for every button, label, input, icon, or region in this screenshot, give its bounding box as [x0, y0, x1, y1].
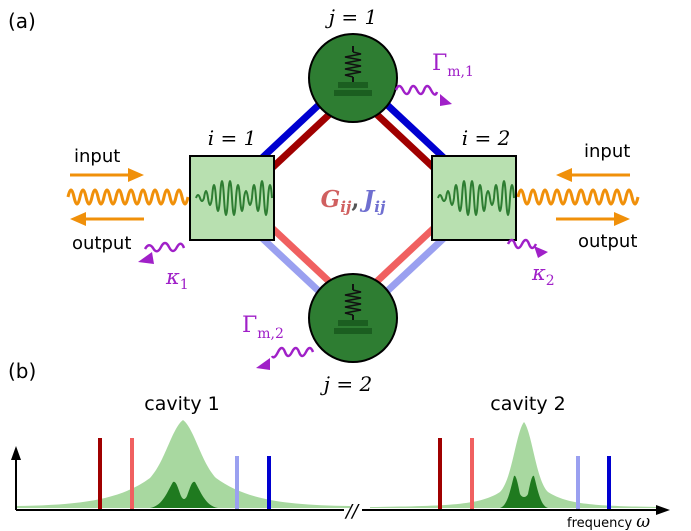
- axis-break-icon: //: [344, 501, 360, 522]
- y-axis-arrow-icon: [11, 446, 21, 460]
- input-wave-right: [516, 188, 640, 206]
- loss-label-2: κ2: [531, 261, 555, 289]
- resonator-2: j = 2 Γm,2: [242, 273, 398, 396]
- spring-icon-1: [334, 46, 372, 96]
- panel-label-b: (b): [8, 359, 36, 383]
- link-lower-left-red: [269, 225, 337, 289]
- link-lower-right-red: [369, 225, 437, 289]
- spectrum-1-broad-lorentzian: [16, 420, 350, 508]
- coupling-links: [259, 97, 447, 299]
- resonator-label-2: j = 2: [320, 372, 372, 396]
- spectrum-2-broad-lorentzian: [370, 422, 660, 508]
- spectrum-2-title: cavity 2: [490, 393, 565, 415]
- damping-label-2: Γm,2: [242, 313, 284, 342]
- input-wave-left: [66, 188, 190, 206]
- link-upper-left-red: [269, 107, 337, 171]
- resonator-label-1: j = 1: [325, 5, 377, 29]
- spectrum-1-title: cavity 1: [144, 393, 219, 415]
- link-upper-right-red: [369, 107, 437, 171]
- cavity-mode-2: [437, 180, 515, 216]
- spectrum-2-split-peaks: [500, 475, 548, 508]
- loss-wave-1: [143, 241, 186, 253]
- cavity-mode-1: [195, 180, 273, 216]
- cavity-2: input output i = 2 κ2: [431, 126, 640, 289]
- link-lower-right-blue: [379, 235, 447, 299]
- cavity-label-2: i = 2: [462, 126, 511, 150]
- loss-wave-2: [506, 238, 538, 250]
- damping-arrow-2: [256, 358, 270, 370]
- input-arrow-left: [70, 168, 144, 182]
- output-label-left: output: [72, 233, 131, 254]
- spectrum-1-split-peaks: [150, 481, 218, 508]
- coupling-label: Gij,Jij: [321, 186, 386, 216]
- input-label-right: input: [584, 141, 630, 162]
- input-arrow-right: [556, 168, 630, 182]
- link-upper-left-blue: [259, 97, 327, 161]
- link-upper-right-blue: [379, 97, 447, 161]
- spring-icon-2: [334, 284, 372, 334]
- output-label-right: output: [578, 231, 637, 252]
- panel-label-a: (a): [8, 9, 36, 33]
- damping-label-1: Γm,1: [432, 51, 474, 80]
- damping-wave-2: [270, 346, 315, 359]
- loss-arrow-1: [138, 252, 154, 264]
- output-arrow-left: [70, 212, 144, 226]
- loss-label-1: κ1: [165, 265, 189, 293]
- link-lower-left-blue: [259, 235, 327, 299]
- damping-wave-1: [394, 84, 439, 96]
- cavity-label-1: i = 1: [208, 126, 257, 150]
- cavity-1: input output i = 1 κ1: [66, 126, 275, 293]
- output-arrow-right: [556, 212, 630, 226]
- input-label-left: input: [74, 146, 120, 167]
- loss-arrow-2: [534, 246, 548, 258]
- x-axis-arrow-icon: [656, 505, 670, 515]
- damping-arrow-1: [440, 94, 452, 106]
- resonator-1: j = 1 Γm,1: [308, 5, 474, 123]
